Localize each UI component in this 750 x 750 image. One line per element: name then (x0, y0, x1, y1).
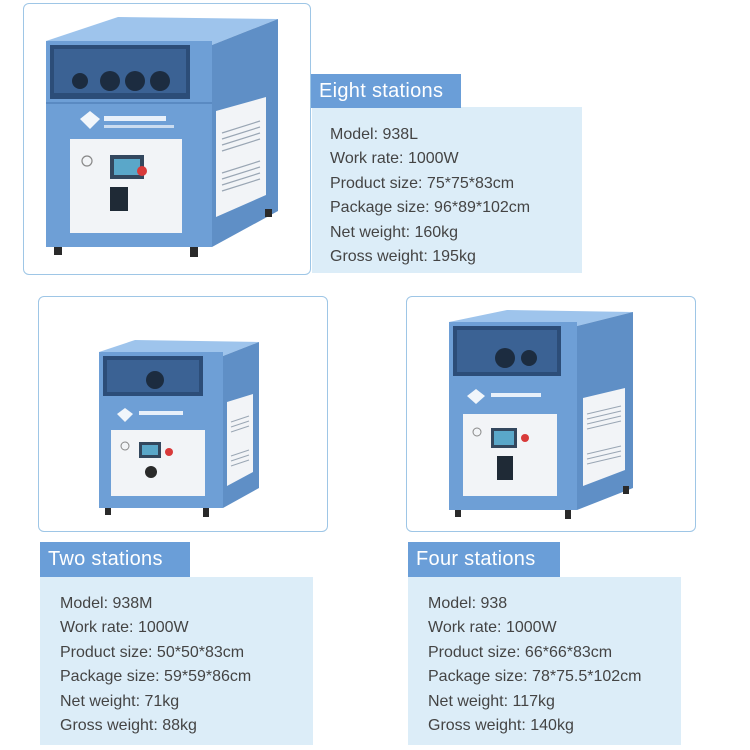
title-four-stations: Four stations (408, 542, 560, 577)
spec-model: Model: 938M (60, 595, 153, 612)
spec-gross-weight: Gross weight: 140kg (428, 717, 574, 735)
product-image-four-stations (449, 310, 633, 519)
spec-product-size: Product size: 50*50*83cm (60, 643, 245, 661)
spec-work-rate: Work rate: 1000W (330, 150, 459, 168)
spec-net-weight: Net weight: 71kg (60, 692, 180, 710)
spec-gross-weight: Gross weight: 195kg (330, 248, 476, 266)
spec-work-rate: Work rate: 1000W (428, 619, 557, 637)
spec-package-size: Package size: 59*59*86cm (60, 668, 252, 686)
spec-gross-weight: Gross weight: 88kg (60, 717, 197, 735)
spec-panel-two-stations: Model: 938M Work rate: 1000W Product siz… (40, 577, 313, 745)
product-image-eight-stations (46, 17, 278, 257)
title-two-stations: Two stations (40, 542, 190, 577)
spec-panel-eight-stations: Model: 938L Work rate: 1000W Product siz… (312, 107, 582, 273)
spec-product-size: Product size: 75*75*83cm (330, 174, 515, 192)
spec-model: Model: 938L (330, 126, 419, 143)
spec-net-weight: Net weight: 117kg (428, 692, 555, 710)
spec-work-rate: Work rate: 1000W (60, 619, 189, 637)
title-eight-stations: Eight stations (311, 74, 461, 108)
spec-panel-four-stations: Model: 938 Work rate: 1000W Product size… (408, 577, 681, 745)
spec-net-weight: Net weight: 160kg (330, 223, 459, 241)
spec-package-size: Package size: 96*89*102cm (330, 199, 531, 217)
spec-package-size: Package size: 78*75.5*102cm (428, 668, 642, 686)
product-image-two-stations (99, 340, 259, 517)
spec-product-size: Product size: 66*66*83cm (428, 643, 613, 661)
spec-model: Model: 938 (428, 595, 508, 612)
